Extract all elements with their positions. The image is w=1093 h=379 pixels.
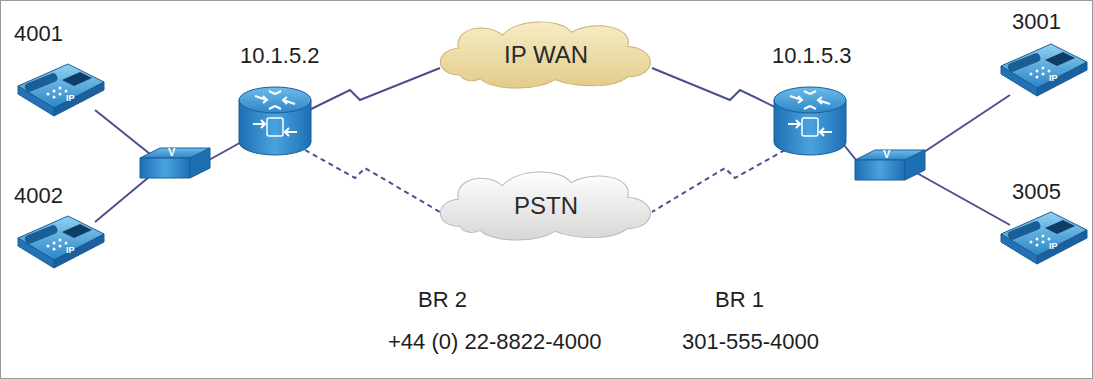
switch-badge: V <box>883 148 890 160</box>
extension-number: 4002 <box>14 184 63 208</box>
cloud-label: IP WAN <box>504 41 588 69</box>
extension-number: 4001 <box>14 22 63 46</box>
phone-badge: IP <box>1049 74 1058 84</box>
pstn-number: 301-555-4000 <box>682 330 819 354</box>
router-icon <box>774 87 846 155</box>
pstn-number: +44 (0) 22-8822-4000 <box>388 330 601 354</box>
extension-number: 3001 <box>1012 10 1061 34</box>
network-cloud: IP WAN <box>430 18 662 92</box>
ip-address: 10.1.5.3 <box>772 44 852 68</box>
phone-badge: IP <box>66 94 75 104</box>
switch-badge: V <box>168 146 175 158</box>
extension-number: 3005 <box>1012 180 1061 204</box>
ip-address: 10.1.5.2 <box>240 44 320 68</box>
phone-badge: IP <box>66 246 75 256</box>
cloud-label: PSTN <box>514 192 578 220</box>
ip-phone-icon <box>18 64 104 116</box>
branch-name: BR 1 <box>715 288 764 312</box>
branch-name: BR 2 <box>418 288 467 312</box>
router-icon <box>239 87 311 155</box>
phone-badge: IP <box>1049 242 1058 252</box>
network-cloud: PSTN <box>430 168 662 244</box>
